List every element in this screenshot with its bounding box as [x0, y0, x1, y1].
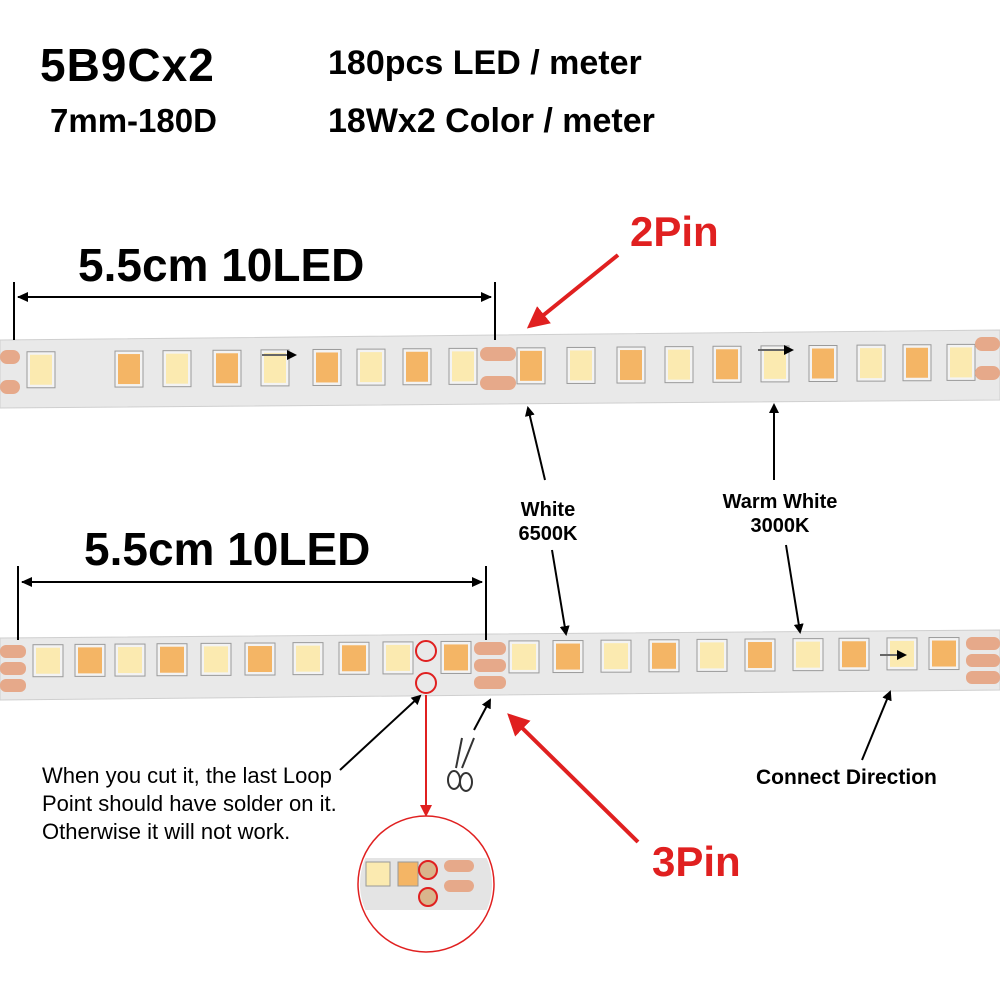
- warm-led-label: Warm White 3000K: [700, 490, 860, 538]
- white-led-temperature: 6500K: [518, 523, 578, 545]
- white-led-chip: [36, 647, 60, 674]
- top-dimension-line: [13, 282, 496, 340]
- bottom-solder-pad: [474, 659, 506, 672]
- loop-point-zoom: [357, 815, 495, 953]
- warm-white-led-chip: [932, 640, 956, 667]
- white-led-chip: [118, 647, 142, 674]
- white-led-arrow-up: [524, 406, 546, 481]
- white-led-chip: [512, 643, 536, 670]
- warm-white-led-chip: [652, 642, 676, 669]
- scissors-icon: [447, 737, 475, 792]
- bottom-measurement-label: 5.5cm 10LED: [84, 523, 371, 575]
- top-solder-pad: [480, 376, 516, 390]
- white-led-chip: [860, 348, 882, 379]
- bottom-solder-pad: [474, 676, 506, 689]
- white-led-chip: [950, 347, 972, 378]
- bottom-solder-pad: [0, 662, 26, 675]
- top-measurement-label: 5.5cm 10LED: [78, 239, 365, 291]
- top-solder-pad: [0, 380, 20, 394]
- warm-white-led-chip: [160, 646, 184, 673]
- connect-direction-arrow: [861, 690, 892, 761]
- top-led-strip: [0, 329, 1000, 409]
- bottom-solder-pad: [474, 642, 506, 655]
- top-solder-pad: [975, 366, 1000, 380]
- warm-white-led-chip: [406, 351, 428, 382]
- white-led-arrow-down: [551, 549, 570, 636]
- warm-led-arrow-down: [785, 544, 804, 634]
- loop-point-marker: [415, 640, 437, 662]
- white-led-chip: [570, 350, 592, 381]
- bottom-solder-pad: [966, 637, 1000, 650]
- warm-white-led-chip: [78, 647, 102, 674]
- white-led-name: White: [520, 499, 576, 521]
- three-pin-label: 3Pin: [652, 838, 741, 885]
- led-density-label: 180pcs LED / meter: [328, 44, 642, 82]
- note-arrow: [339, 694, 422, 771]
- white-led-chip: [386, 644, 410, 671]
- two-pin-arrow: [526, 253, 620, 329]
- warm-white-led-chip: [620, 350, 642, 381]
- white-led-chip: [360, 352, 382, 383]
- white-led-chip: [204, 646, 228, 673]
- warm-white-led-chip: [748, 642, 772, 669]
- white-led-chip: [296, 645, 320, 672]
- cut-point-arrow: [473, 698, 491, 731]
- top-solder-pad: [975, 337, 1000, 351]
- bottom-solder-pad: [0, 645, 26, 658]
- warm-white-led-chip: [812, 348, 834, 379]
- bottom-solder-pad: [966, 654, 1000, 667]
- connect-direction-label: Connect Direction: [756, 766, 937, 789]
- white-led-chip: [668, 349, 690, 380]
- model-title: 5B9Cx2: [40, 39, 215, 91]
- bottom-led-strip: [0, 629, 1000, 701]
- warm-white-led-chip: [216, 353, 238, 384]
- power-label: 18Wx2 Color / meter: [328, 102, 655, 140]
- bottom-solder-pad: [966, 671, 1000, 684]
- warm-white-led-chip: [556, 643, 580, 670]
- warm-white-led-chip: [716, 349, 738, 380]
- two-pin-label: 2Pin: [630, 208, 719, 255]
- warm-white-led-chip: [520, 350, 542, 381]
- warm-white-led-chip: [342, 645, 366, 672]
- top-solder-pad: [0, 350, 20, 364]
- size-angle-label: 7mm-180D: [50, 102, 217, 139]
- cut-instruction-note: When you cut it, the last Loop Point sho…: [42, 763, 337, 844]
- white-led-chip: [166, 353, 188, 384]
- white-led-chip: [30, 354, 52, 385]
- warm-led-name: Warm White: [722, 491, 838, 513]
- top-solder-pad: [480, 347, 516, 361]
- white-led-chip: [890, 640, 914, 667]
- warm-led-temperature: 3000K: [750, 515, 810, 537]
- warm-white-led-chip: [316, 352, 338, 383]
- bottom-solder-pad: [0, 679, 26, 692]
- warm-white-led-chip: [444, 644, 468, 671]
- warm-white-led-chip: [248, 646, 272, 673]
- bottom-dimension-line: [17, 566, 487, 640]
- white-led-chip: [452, 351, 474, 382]
- white-led-chip: [764, 348, 786, 379]
- warm-white-led-chip: [842, 641, 866, 668]
- white-led-chip: [264, 352, 286, 383]
- three-pin-arrow: [507, 713, 640, 844]
- warm-white-led-chip: [906, 347, 928, 378]
- white-led-label: White 6500K: [508, 498, 588, 546]
- warm-white-led-chip: [118, 354, 140, 385]
- loop-point-marker: [415, 672, 437, 694]
- white-led-chip: [604, 643, 628, 670]
- white-led-chip: [700, 642, 724, 669]
- white-led-chip: [796, 641, 820, 668]
